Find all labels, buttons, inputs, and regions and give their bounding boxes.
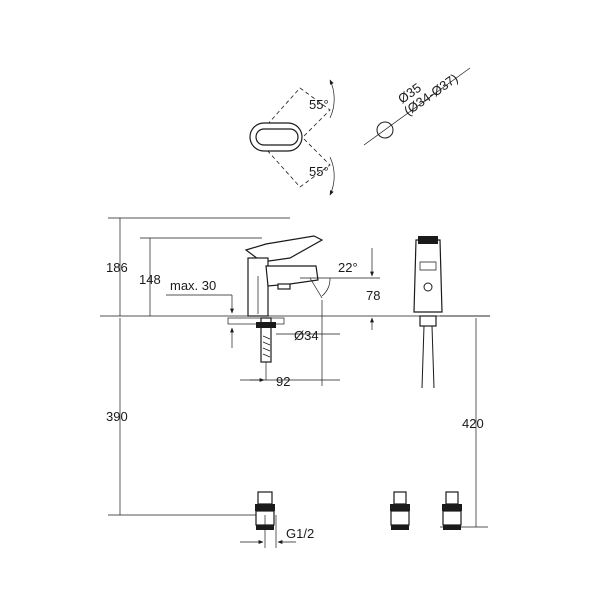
hole-detail: Ø35 (Ø34-Ø37) [363,67,471,146]
connection-label: G1/2 [286,526,314,541]
top-view: 55° 55° [249,79,335,196]
side-view: 186 148 390 22° 78 max. 30 [100,217,490,548]
hose-length-label: 390 [106,409,128,424]
front-view: 420 [390,236,490,530]
spout-reach-height-label: 78 [366,288,380,303]
front-hose-length-label: 420 [462,416,484,431]
height-total-label: 186 [106,260,128,275]
deck-thickness-label: max. 30 [170,278,216,293]
projection-label: 92 [276,374,290,389]
mount-diameter-label: Ø34 [294,328,319,343]
angle-lower-label: 55° [309,164,329,179]
height-spout-label: 148 [139,272,161,287]
angle-upper-label: 55° [309,97,329,112]
spout-angle-label: 22° [338,260,358,275]
